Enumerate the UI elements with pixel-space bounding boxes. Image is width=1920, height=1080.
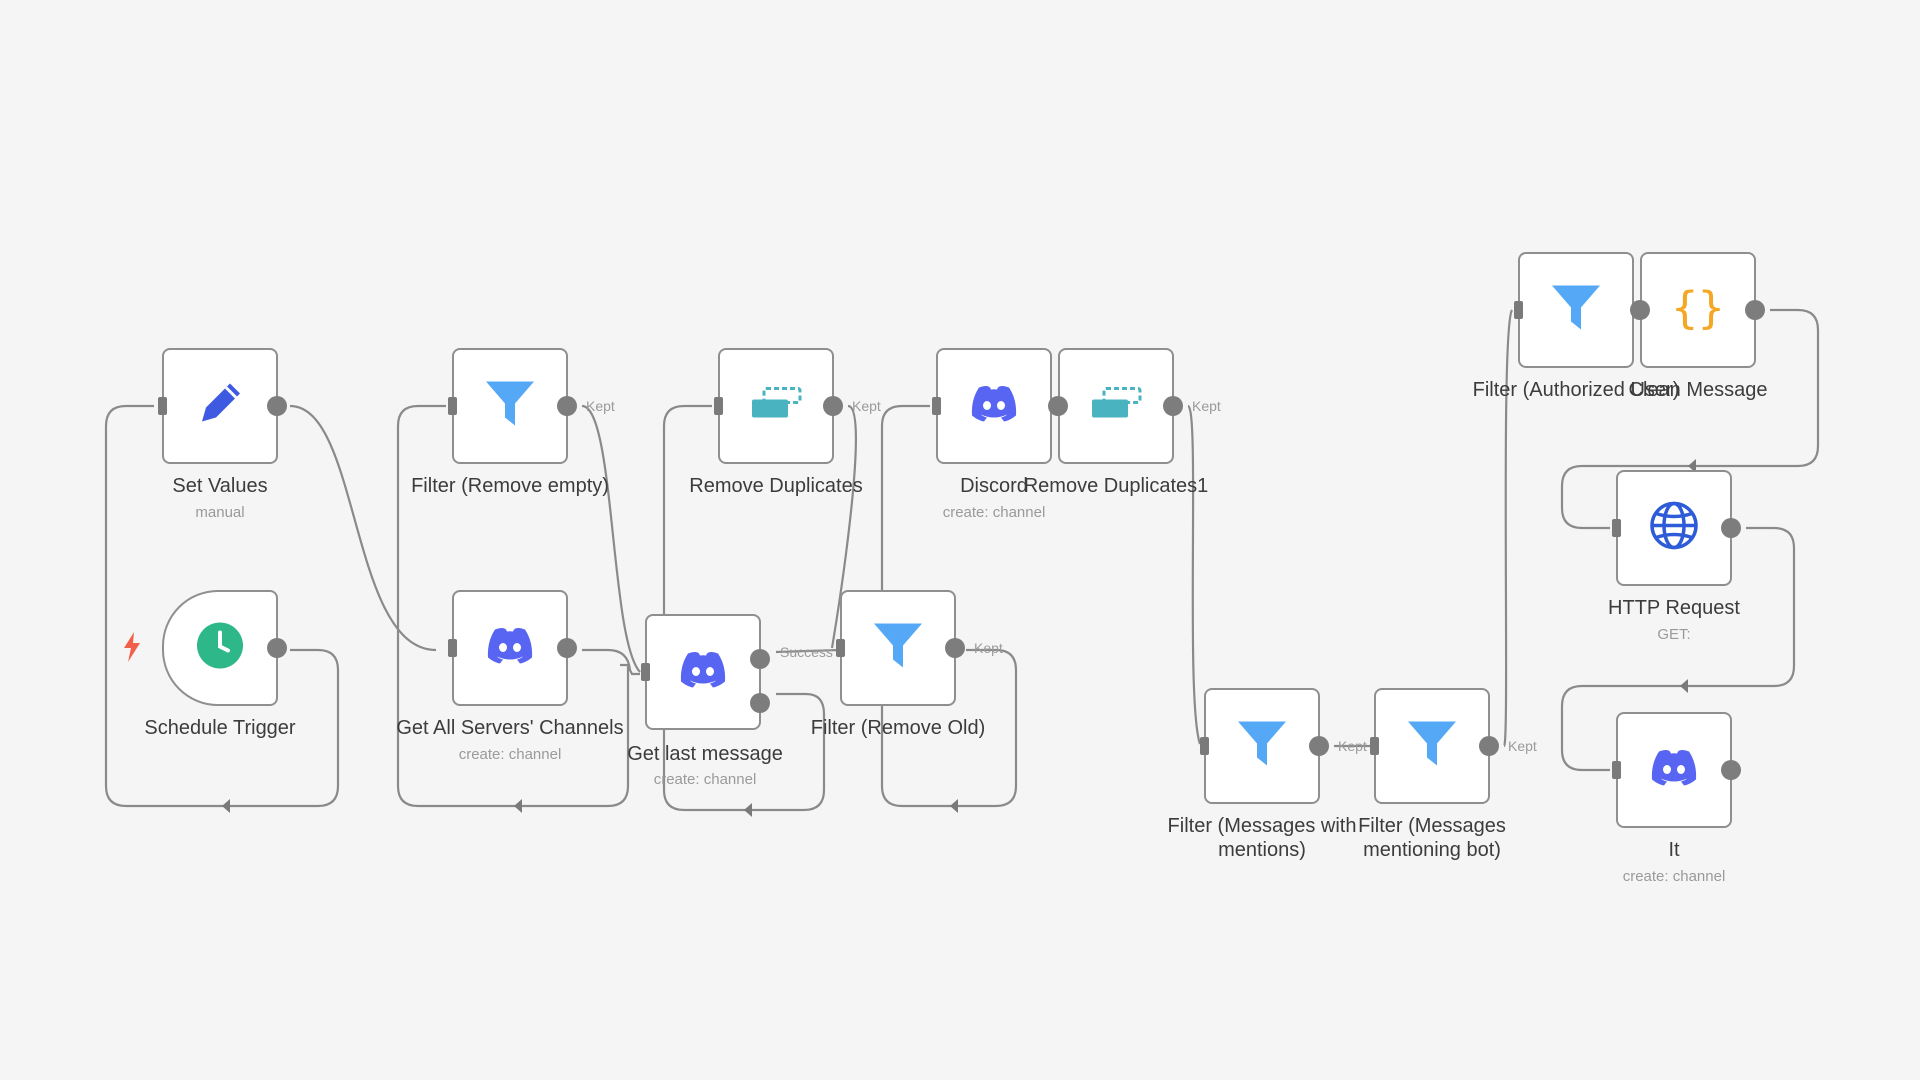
node-it[interactable] <box>1612 712 1741 828</box>
connection-filterempty-getlast <box>581 404 641 673</box>
node-remove-duplicates[interactable] <box>714 348 843 464</box>
input-port[interactable] <box>1612 519 1621 537</box>
input-port[interactable] <box>641 663 650 681</box>
edge-label-kept: Kept <box>974 640 1003 656</box>
clean-message-label: Clean Message <box>1628 379 1768 401</box>
input-port[interactable] <box>448 639 457 657</box>
input-port[interactable] <box>932 397 941 415</box>
input-port[interactable] <box>1200 737 1209 755</box>
node-clean-message[interactable]: {} <box>1630 252 1765 368</box>
output-port[interactable] <box>1309 736 1329 756</box>
remove-duplicates-icon <box>750 386 802 427</box>
input-port[interactable] <box>714 397 723 415</box>
remove-duplicates1-label: Remove Duplicates1 <box>1023 475 1209 497</box>
get-all-servers-channels-label: Get All Servers' Channels <box>396 717 624 739</box>
output-port[interactable] <box>1721 760 1741 780</box>
node-filter-remove-old[interactable] <box>836 590 965 706</box>
filter-icon <box>484 378 536 435</box>
node-get-last-message[interactable] <box>641 614 770 730</box>
filter-icon <box>1550 282 1602 339</box>
edge-label-kept: Kept <box>586 398 615 414</box>
code-braces-icon: {} <box>1671 281 1725 340</box>
filter-icon <box>1236 718 1288 775</box>
filter-messages-mentioning-bot-label: Filter (Messages mentioning bot) <box>1312 814 1552 862</box>
input-port[interactable] <box>448 397 457 415</box>
input-port[interactable] <box>1630 300 1650 320</box>
node-discord[interactable] <box>932 348 1052 464</box>
node-remove-duplicates1[interactable] <box>1048 348 1183 464</box>
node-filter-remove-empty[interactable] <box>448 348 577 464</box>
bolt-icon <box>122 632 142 667</box>
globe-icon <box>1648 500 1700 557</box>
filter-remove-old-label: Filter (Remove Old) <box>810 717 986 739</box>
connection-filterbot-filterauth <box>1502 309 1514 748</box>
filter-authorized-user-label: Filter (Authorized User) <box>1472 379 1680 401</box>
node-filter-messages-with-mentions[interactable] <box>1200 688 1329 804</box>
remove-duplicates-label: Remove Duplicates <box>689 475 863 497</box>
filter-remove-empty-label: Filter (Remove empty) <box>411 475 609 497</box>
clock-icon <box>195 621 245 676</box>
get-all-servers-channels-subtitle: create: channel <box>458 746 562 763</box>
http-request-label: HTTP Request <box>1608 597 1740 619</box>
filter-messages-with-mentions-label: Filter (Messages with mentions) <box>1142 814 1382 862</box>
output-port[interactable] <box>823 396 843 416</box>
schedule-trigger-label: Schedule Trigger <box>144 717 296 739</box>
edge-label-kept: Kept <box>852 398 881 414</box>
output-port[interactable] <box>557 638 577 658</box>
discord-icon <box>678 650 728 695</box>
get-last-message-subtitle: create: channel <box>653 771 757 788</box>
discord-icon <box>969 384 1019 429</box>
edge-label-kept: Kept <box>1192 398 1221 414</box>
discord-icon <box>485 626 535 671</box>
node-http-request[interactable] <box>1612 470 1741 586</box>
filter-icon <box>872 620 924 677</box>
it-label: It <box>1668 839 1680 861</box>
discord-subtitle: create: channel <box>942 504 1046 521</box>
output-port[interactable] <box>1479 736 1499 756</box>
output-port[interactable] <box>267 396 287 416</box>
it-subtitle: create: channel <box>1622 868 1726 885</box>
input-port[interactable] <box>836 639 845 657</box>
remove-duplicates-icon <box>1090 386 1142 427</box>
output-port[interactable] <box>267 638 287 658</box>
output-port[interactable] <box>1721 518 1741 538</box>
output-port-error[interactable] <box>750 693 770 714</box>
discord-label: Discord <box>960 475 1028 497</box>
output-port[interactable] <box>1163 396 1183 416</box>
output-port[interactable] <box>1745 300 1765 320</box>
filter-bot-label-line1: Filter (Messages <box>1358 815 1506 837</box>
connection-dedupe1-filtermentions <box>1186 404 1202 745</box>
input-port[interactable] <box>158 397 167 415</box>
node-filter-messages-mentioning-bot[interactable] <box>1370 688 1499 804</box>
filter-mentions-label-line1: Filter (Messages with <box>1167 815 1357 837</box>
set-values-subtitle: manual <box>195 504 245 521</box>
output-port[interactable] <box>945 638 965 658</box>
filter-mentions-label-line2: mentions) <box>1218 839 1306 861</box>
set-values-label: Set Values <box>172 475 268 497</box>
filter-bot-label-line2: mentioning bot) <box>1363 839 1501 861</box>
node-filter-authorized-user[interactable] <box>1514 252 1634 368</box>
svg-text:{}: {} <box>1672 283 1725 334</box>
http-request-subtitle: GET: <box>1657 626 1691 643</box>
pencil-icon <box>192 376 248 437</box>
input-port[interactable] <box>1514 301 1523 319</box>
discord-icon <box>1649 748 1699 793</box>
node-get-all-servers-channels[interactable] <box>448 590 577 706</box>
output-port-success[interactable] <box>750 648 770 669</box>
input-port[interactable] <box>1612 761 1621 779</box>
connection-setvalues-getchannels <box>289 404 437 652</box>
node-set-values[interactable] <box>158 348 287 464</box>
edge-label-success: Success <box>780 644 833 660</box>
get-last-message-label: Get last message <box>627 743 783 765</box>
edge-label-kept: Kept <box>1508 738 1537 754</box>
filter-icon <box>1406 718 1458 775</box>
node-schedule-trigger[interactable] <box>162 590 287 706</box>
input-port[interactable] <box>1370 737 1379 755</box>
output-port[interactable] <box>557 396 577 416</box>
input-port[interactable] <box>1048 396 1068 416</box>
connection-getchannels-getlast <box>582 648 640 676</box>
edge-label-kept: Kept <box>1338 738 1367 754</box>
